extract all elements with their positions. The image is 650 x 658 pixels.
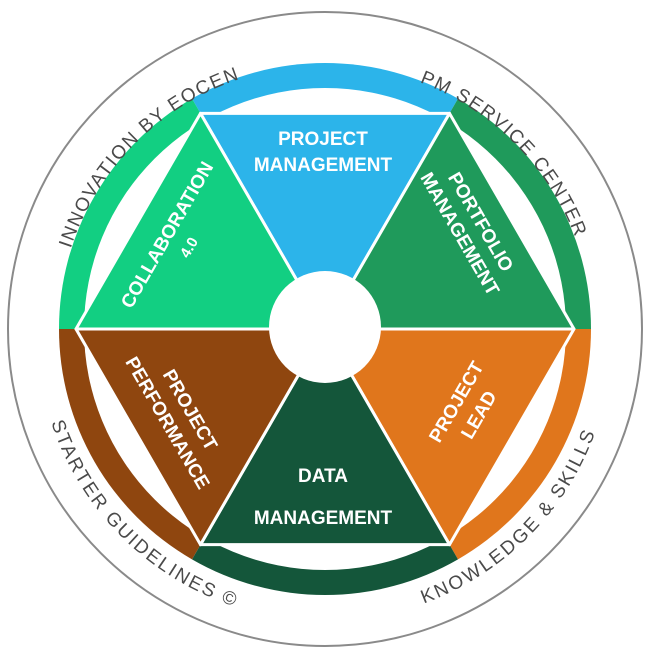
label-line: DATA	[298, 466, 348, 487]
label-data-management: DATA MANAGEMENT	[254, 466, 393, 529]
segments	[74, 111, 576, 547]
label-line: PROJECT	[278, 129, 368, 150]
label-project-management: PROJECT MANAGEMENT	[254, 129, 393, 176]
center-hub	[269, 271, 381, 383]
label-line: MANAGEMENT	[254, 155, 393, 176]
label-line: MANAGEMENT	[254, 508, 393, 529]
segment-collaboration	[74, 111, 327, 331]
